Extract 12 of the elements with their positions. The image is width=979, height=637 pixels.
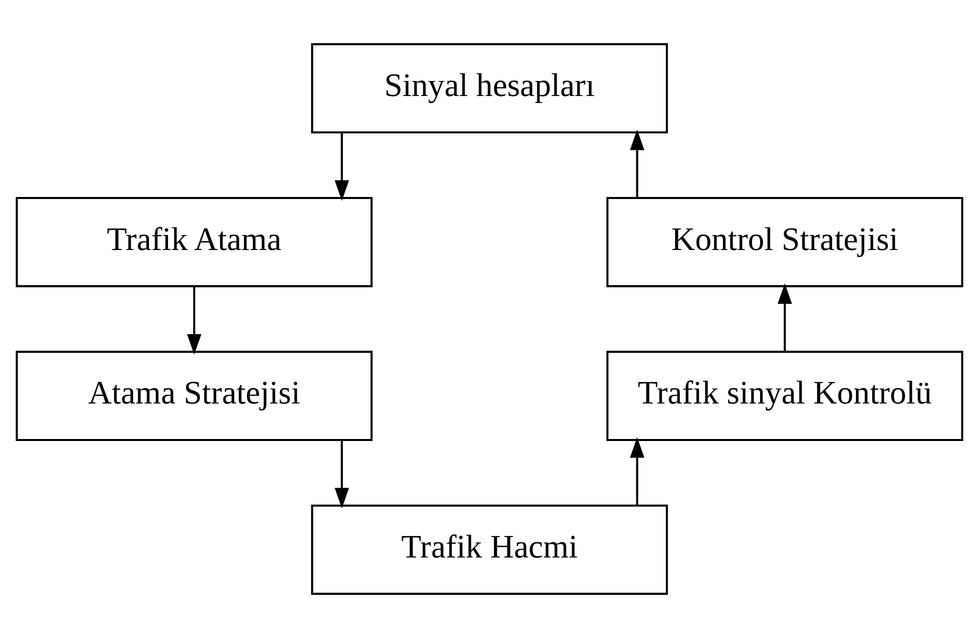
node-box: Kontrol Stratejisi xyxy=(606,196,964,287)
arrow xyxy=(334,440,350,508)
arrow xyxy=(778,282,792,351)
arrow xyxy=(334,132,350,200)
arrow xyxy=(630,436,644,505)
node-box: Trafik Atama xyxy=(16,196,373,287)
node-box: Atama Stratejisi xyxy=(16,350,373,441)
node-box: Trafik Hacmi xyxy=(311,504,668,594)
node-box: Sinyal hesapları xyxy=(311,42,668,133)
node-box: Trafik sinyal Kontrolü xyxy=(606,350,964,441)
arrow xyxy=(187,286,202,354)
arrow xyxy=(630,129,644,198)
